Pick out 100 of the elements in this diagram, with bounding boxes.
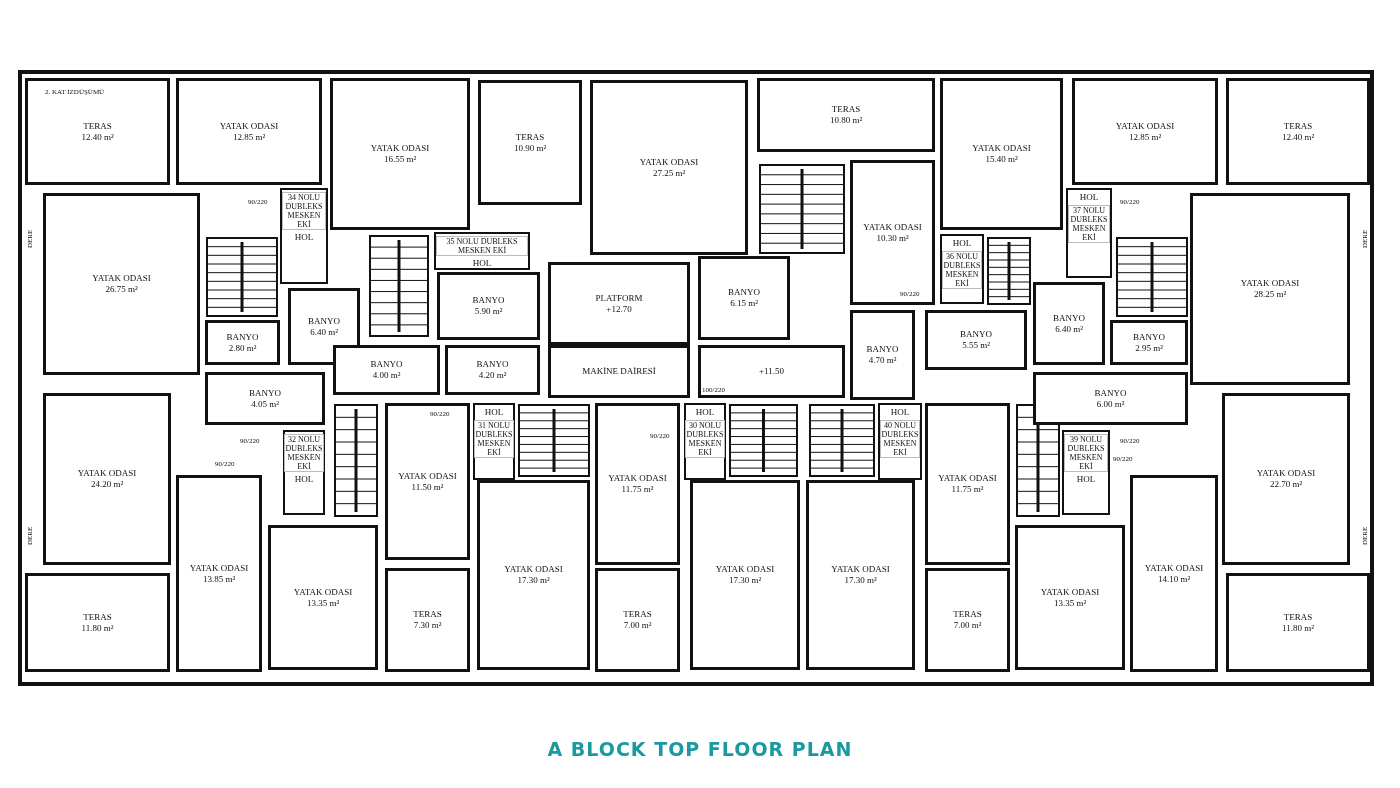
room-name: YATAK ODASI bbox=[1240, 278, 1300, 289]
room-name: YATAK ODASI bbox=[398, 470, 457, 482]
room-outline bbox=[595, 403, 680, 565]
room-name: BANYO bbox=[370, 359, 403, 370]
room-outline bbox=[925, 403, 1010, 565]
room-area: 11.75 m² bbox=[621, 484, 654, 495]
room-outline bbox=[925, 568, 1010, 672]
room-name: YATAK ODASI bbox=[293, 586, 353, 598]
room-outline bbox=[698, 345, 845, 398]
room-outline bbox=[690, 480, 800, 670]
room-outline bbox=[590, 80, 748, 255]
unit-note: 37 NOLU DUBLEKS MESKEN EKİ bbox=[1068, 205, 1110, 243]
room-name: YATAK ODASI bbox=[639, 156, 699, 168]
room-area: +12.70 bbox=[606, 303, 632, 315]
room-name: TERAS bbox=[1283, 120, 1313, 132]
room-name: BANYO bbox=[308, 315, 340, 327]
room-area: 6.00 m² bbox=[1096, 398, 1125, 410]
room-outline bbox=[1226, 78, 1370, 185]
room-area: 12.85 m² bbox=[1128, 131, 1162, 143]
hall-room bbox=[280, 188, 328, 284]
room-name: BANYO bbox=[226, 331, 259, 343]
room-outline bbox=[445, 345, 540, 395]
room-outline bbox=[806, 480, 915, 670]
room-area: 27.25 m² bbox=[652, 167, 686, 179]
room-outline bbox=[385, 403, 470, 560]
room-name: TERAS bbox=[953, 609, 982, 620]
hall-room bbox=[1066, 188, 1112, 278]
room-name: HOL bbox=[952, 238, 972, 249]
room-area: 11.75 m² bbox=[951, 484, 984, 495]
room-area: 14.10 m² bbox=[1157, 573, 1191, 585]
room-name: TERAS bbox=[623, 609, 652, 620]
room-name: HOL bbox=[890, 407, 910, 418]
room-area: 26.75 m² bbox=[105, 284, 138, 295]
room-outline bbox=[437, 272, 540, 340]
room-name: BANYO bbox=[960, 329, 992, 340]
room-name: YATAK ODASI bbox=[1115, 120, 1175, 132]
room-outline bbox=[330, 78, 470, 230]
room-name: +11.50 bbox=[759, 366, 784, 377]
room-outline bbox=[43, 393, 171, 565]
room-name: YATAK ODASI bbox=[1256, 468, 1316, 479]
room-area: 13.85 m² bbox=[202, 573, 236, 585]
room-outline bbox=[595, 568, 680, 672]
room-outline bbox=[288, 288, 360, 365]
room-name: TERAS bbox=[831, 104, 861, 115]
hall-room bbox=[940, 234, 984, 304]
room-area: 2.95 m² bbox=[1135, 342, 1163, 354]
room-name: TERAS bbox=[413, 609, 442, 620]
unit-note: 34 NOLU DUBLEKS MESKEN EKİ bbox=[282, 192, 326, 230]
hall-room bbox=[473, 403, 515, 480]
room-outline bbox=[268, 525, 378, 670]
room-area: 24.20 m² bbox=[90, 479, 124, 490]
room-area: 12.40 m² bbox=[1281, 131, 1315, 143]
room-name: YATAK ODASI bbox=[370, 143, 430, 154]
unit-note: 39 NOLU DUBLEKS MESKEN EKİ bbox=[1064, 434, 1108, 472]
room-area: HOL bbox=[294, 232, 314, 243]
room-name: YATAK ODASI bbox=[504, 564, 563, 575]
room-outline bbox=[548, 345, 690, 398]
room-area: 16.55 m² bbox=[383, 154, 417, 165]
room-area: 4.20 m² bbox=[478, 370, 507, 381]
room-area: 5.90 m² bbox=[474, 306, 503, 317]
room-name: BANYO bbox=[866, 344, 899, 355]
room-outline bbox=[43, 193, 200, 375]
unit-note: 32 NOLU DUBLEKS MESKEN EKİ bbox=[283, 434, 325, 472]
unit-note: 35 NOLU DUBLEKS MESKEN EKİ bbox=[436, 236, 528, 256]
room-outline bbox=[25, 78, 170, 185]
room-name: BANYO bbox=[249, 387, 281, 399]
room-area: 6.40 m² bbox=[1055, 323, 1083, 335]
room-outline bbox=[698, 256, 790, 340]
room-name: YATAK ODASI bbox=[1144, 562, 1204, 574]
hall-room bbox=[878, 403, 922, 480]
room-area: 5.55 m² bbox=[962, 340, 990, 351]
room-outline bbox=[1226, 573, 1370, 672]
room-area: 2.80 m² bbox=[228, 342, 257, 354]
room-outline bbox=[1033, 372, 1188, 425]
room-name: BANYO bbox=[1094, 387, 1127, 399]
room-outline bbox=[1110, 320, 1188, 365]
room-outline bbox=[1015, 525, 1125, 670]
room-outline bbox=[925, 310, 1027, 370]
room-name: TERAS bbox=[83, 611, 112, 623]
room-outline bbox=[477, 480, 590, 670]
room-name: BANYO bbox=[1133, 331, 1165, 343]
room-area: HOL bbox=[472, 258, 492, 269]
room-name: BANYO bbox=[476, 359, 509, 370]
room-area: 11.80 m² bbox=[1282, 622, 1314, 634]
room-name: PLATFORM bbox=[595, 292, 643, 304]
room-area: 28.25 m² bbox=[1253, 289, 1287, 300]
room-area: 10.30 m² bbox=[876, 232, 909, 244]
room-outline bbox=[1190, 193, 1350, 385]
room-area: 6.40 m² bbox=[310, 326, 338, 338]
room-area: 10.90 m² bbox=[513, 142, 547, 154]
hall-room bbox=[434, 232, 530, 270]
room-outline bbox=[1072, 78, 1218, 185]
room-name: YATAK ODASI bbox=[608, 473, 667, 484]
room-area: 17.30 m² bbox=[728, 575, 762, 586]
room-name: YATAK ODASI bbox=[938, 473, 997, 484]
unit-note: 31 NOLU DUBLEKS MESKEN EKİ bbox=[473, 420, 515, 458]
room-area: 4.00 m² bbox=[372, 370, 401, 381]
room-name: YATAK ODASI bbox=[972, 143, 1031, 154]
room-area: HOL bbox=[294, 474, 314, 485]
room-outline bbox=[1222, 393, 1350, 565]
